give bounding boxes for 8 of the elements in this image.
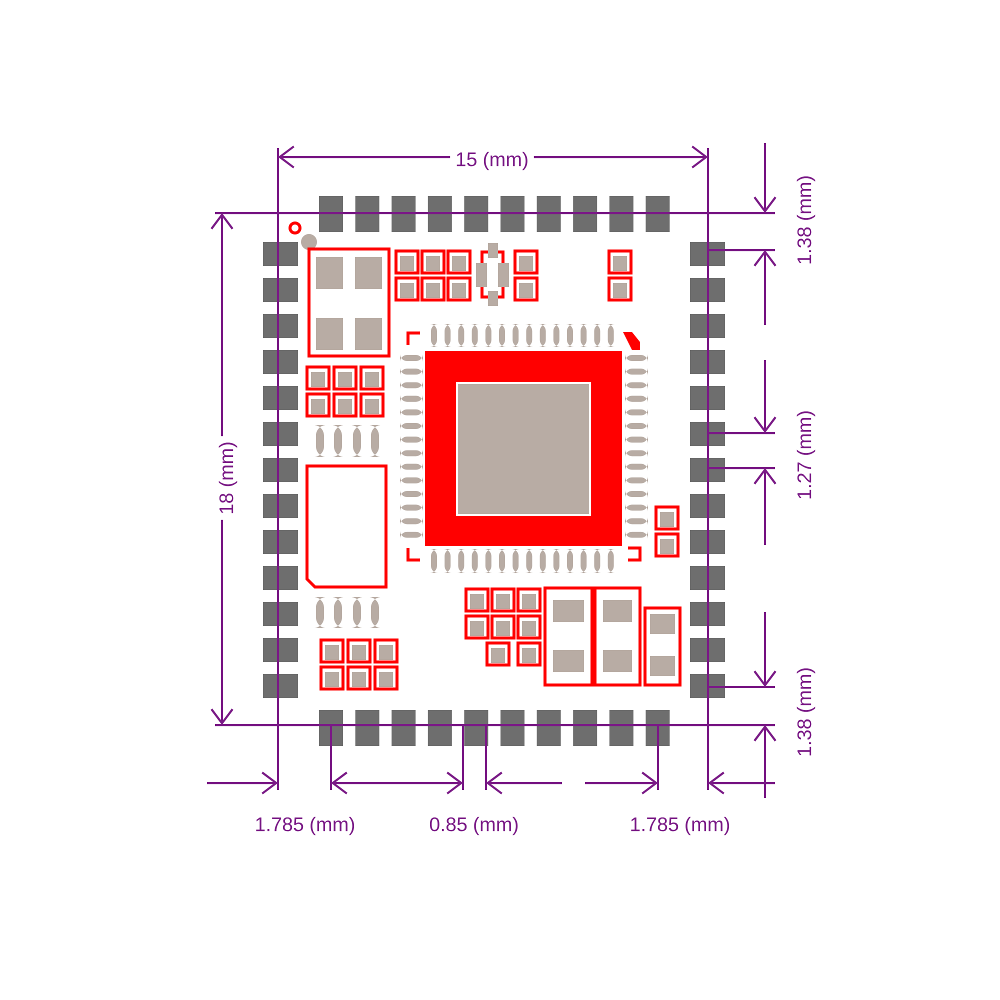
dimension-label: 15 (mm) — [450, 146, 534, 176]
dimension-label: 1.38 (mm) — [796, 176, 816, 264]
dimension-label: 18 (mm) — [214, 436, 242, 520]
dimension-label: 1.38 (mm) — [796, 668, 816, 756]
dimension-label: 0.85 (mm) — [430, 816, 518, 836]
dimension-label: 1.785 (mm) — [256, 816, 354, 836]
dimension-label: 1.785 (mm) — [631, 816, 730, 836]
dimension-label: 1.27 (mm) — [796, 411, 816, 498]
